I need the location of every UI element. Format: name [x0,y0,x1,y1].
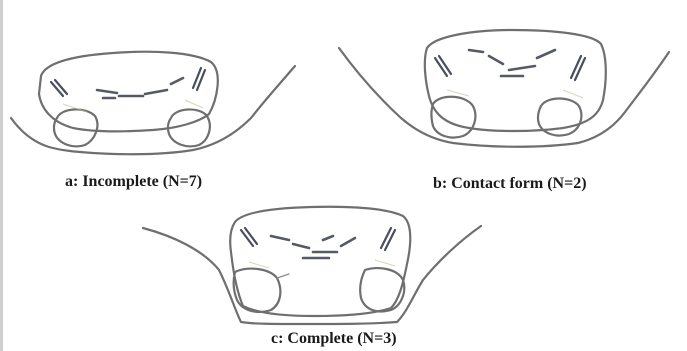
diagram-b-hatch-right [575,58,585,80]
diagram-c-inner-tray [230,207,410,316]
caption-a: a: Incomplete (N=7) [65,173,202,191]
diagram-c-mid-dash [271,236,289,240]
diagram-b-contact [339,30,669,147]
diagram-b-right-pad [538,99,581,136]
diagram-a-incomplete [11,52,295,155]
diagram-c-left-pad [234,269,281,312]
caption-c: c: Complete (N=3) [271,330,397,348]
diagram-c-outer-contour [143,226,481,324]
caption-b: b: Contact form (N=2) [433,175,587,193]
diagram-b-left-pad [432,97,476,138]
diagram-a-hatch-left [51,82,63,96]
diagram-c-right-pad [360,268,404,311]
diagram-a-mid-dash [97,90,117,93]
diagram-b-mid-dash [469,50,483,52]
diagram-b-inner-tray [425,30,606,131]
diagram-a-outer-contour [11,66,295,154]
diagram-c-hatch-right [385,230,395,250]
diagram-c-complete [143,207,481,324]
